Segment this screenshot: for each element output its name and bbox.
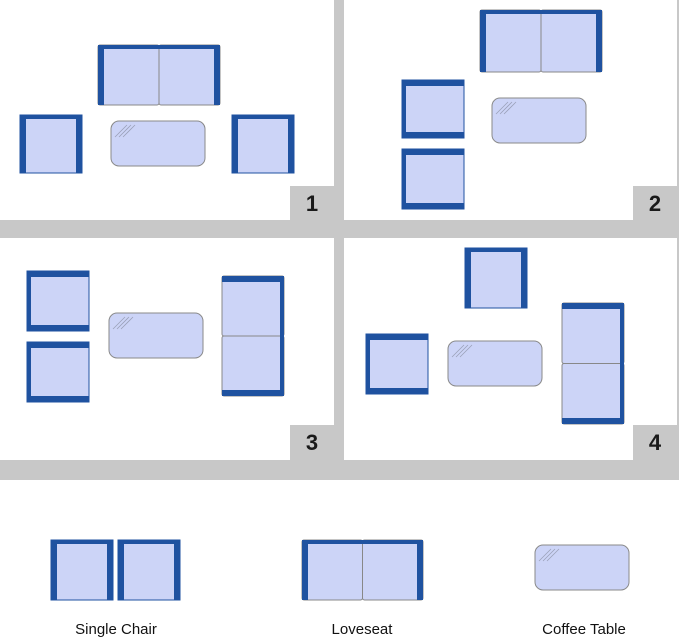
panel2-chair-top xyxy=(401,79,465,139)
panel3-chair-top xyxy=(26,270,90,332)
panel4-chair-left xyxy=(365,333,429,395)
panel3-loveseat xyxy=(221,275,285,397)
panel2-chair-bottom xyxy=(401,148,465,210)
legend-coffee-table-label: Coffee Table xyxy=(542,621,626,638)
panel4-coffee-table xyxy=(447,340,543,387)
panel-number-3: 3 xyxy=(290,425,334,461)
panel3-chair-bottom xyxy=(26,341,90,403)
panel1-chair-left xyxy=(19,114,83,174)
panel4-loveseat xyxy=(561,302,625,425)
legend-loveseat-label: Loveseat xyxy=(331,621,393,638)
panel-number-4: 4 xyxy=(633,425,677,461)
divider-horizontal-middle xyxy=(0,220,679,238)
panel2-loveseat xyxy=(479,9,603,73)
panel1-loveseat xyxy=(97,44,221,106)
panel-number-1: 1 xyxy=(290,186,334,222)
panel-number-2: 2 xyxy=(633,186,677,222)
legend-coffee-table xyxy=(534,544,630,591)
panel1-chair-right xyxy=(231,114,295,174)
legend-chair-2 xyxy=(117,539,181,601)
legend-single-chair-label: Single Chair xyxy=(75,621,157,638)
panel4-chair-top xyxy=(464,247,528,309)
panel2-coffee-table xyxy=(491,97,587,144)
divider-horizontal-bottom xyxy=(0,460,679,480)
divider-vertical xyxy=(334,0,344,480)
panel1-coffee-table xyxy=(110,120,206,167)
panel3-coffee-table xyxy=(108,312,204,359)
divider-right-edge xyxy=(677,0,679,480)
legend-chair-1 xyxy=(50,539,114,601)
legend-loveseat xyxy=(301,539,424,601)
